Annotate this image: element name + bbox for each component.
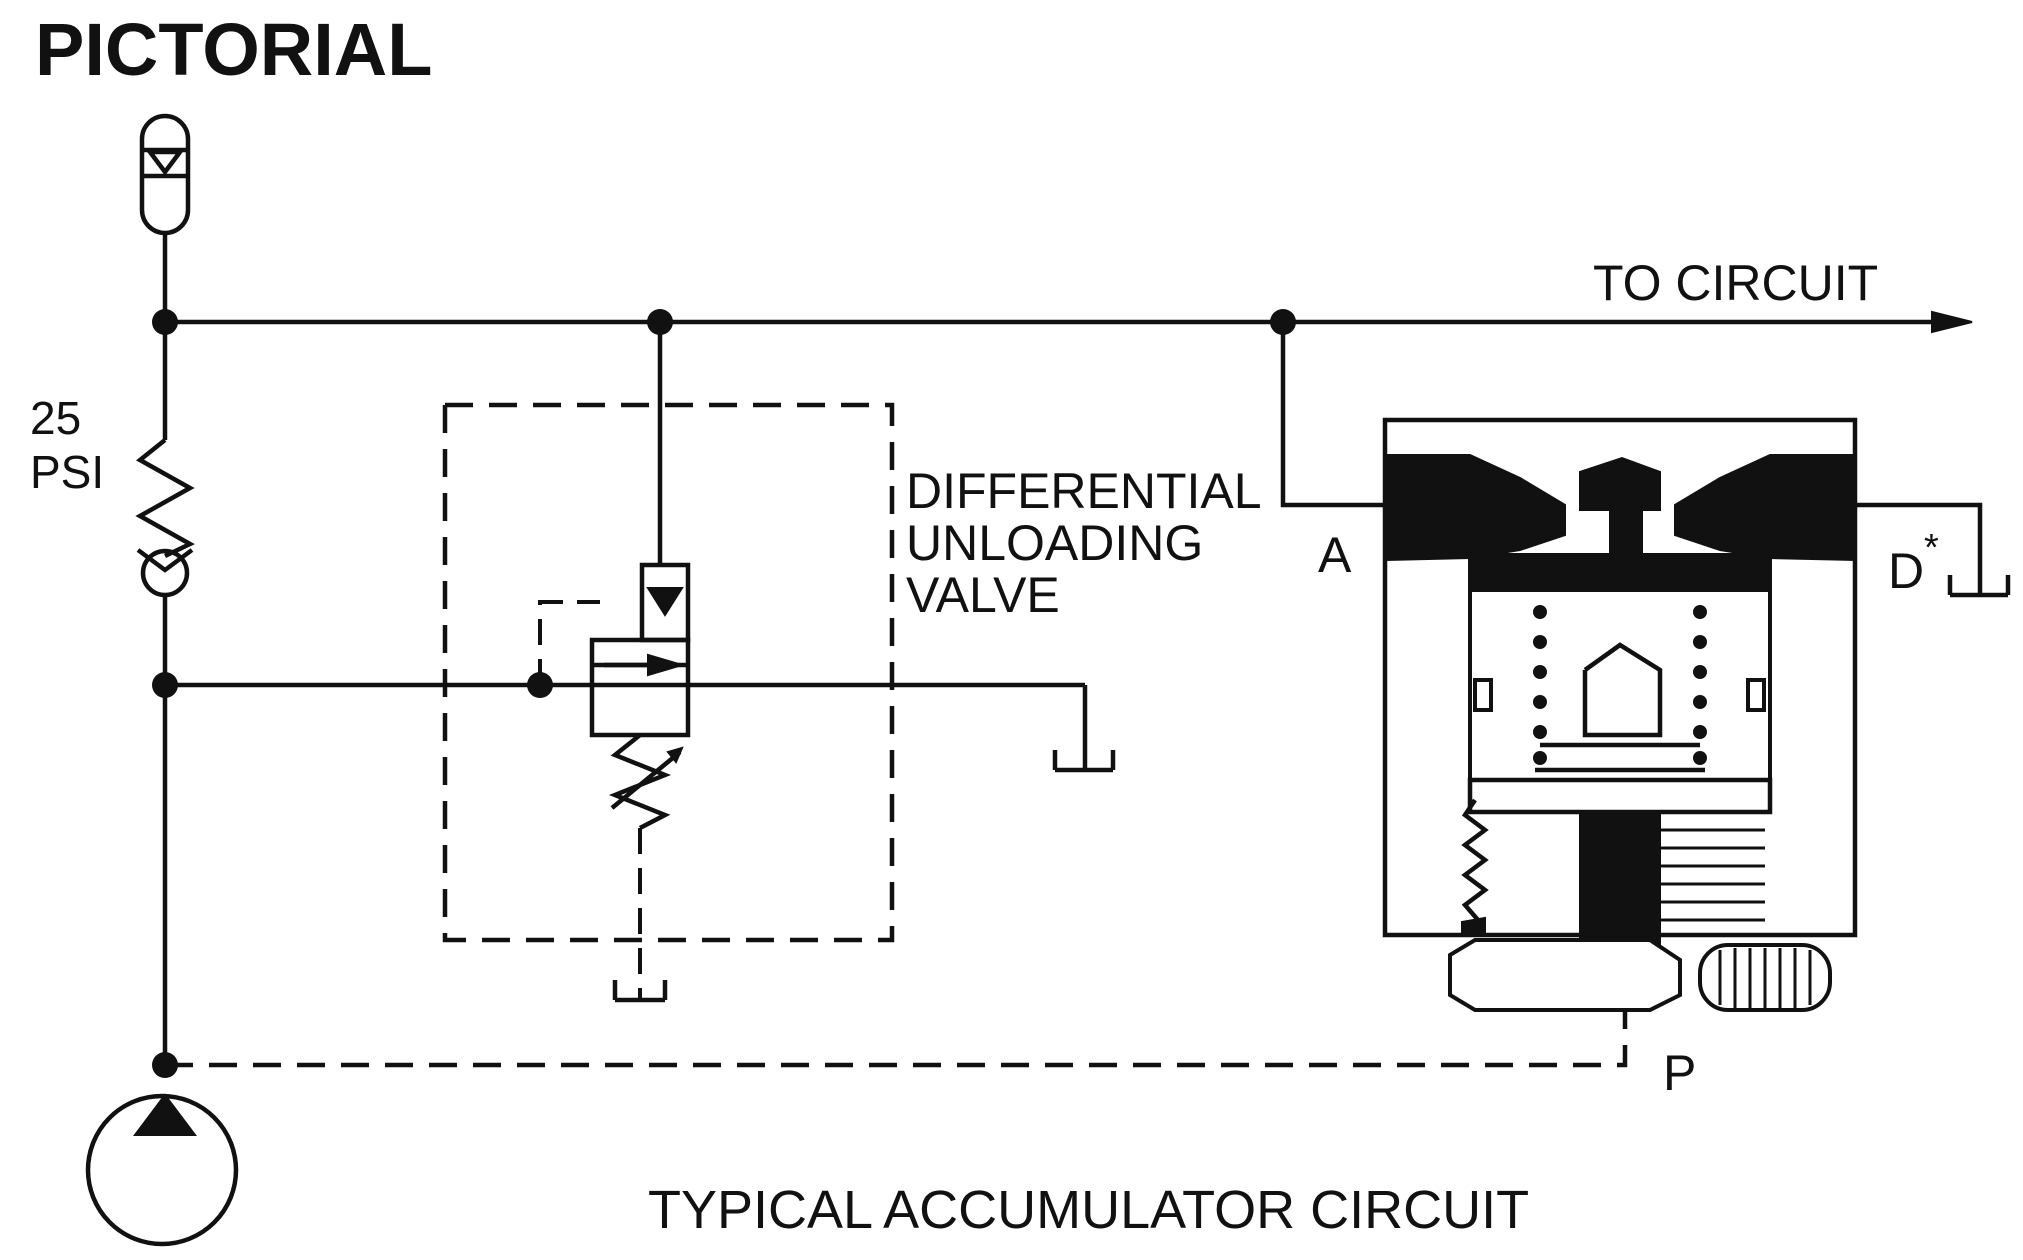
port-p-label: P [1663,1045,1696,1101]
pump-symbol [85,685,239,1247]
to-circuit-label: TO CIRCUIT [1593,255,1878,311]
port-d-drain [1855,502,2011,598]
valve-label-line3: VALVE [906,567,1060,623]
port-d-label: D [1888,543,1924,599]
accumulator-symbol [139,113,191,236]
port-a-label: A [1318,527,1352,583]
check-valve-symbol [135,322,195,698]
tank-return-line [165,682,1116,773]
main-pressure-line [152,233,1973,335]
unloading-valve-symbol [442,322,895,1003]
check-pressure-value: 25 [30,392,81,444]
port-d-asterisk: * [1924,527,1939,569]
diagram-title: PICTORIAL [35,8,432,91]
valve-label-line2: UNLOADING [906,515,1203,571]
pilot-line [165,1005,1628,1068]
check-pressure-unit: PSI [30,446,104,498]
diagram-caption: TYPICAL ACCUMULATOR CIRCUIT [648,1180,1529,1240]
port-a-line [1280,322,1385,508]
valve-label-line1: DIFFERENTIAL [906,463,1262,519]
valve-cross-section [1382,417,1858,1012]
